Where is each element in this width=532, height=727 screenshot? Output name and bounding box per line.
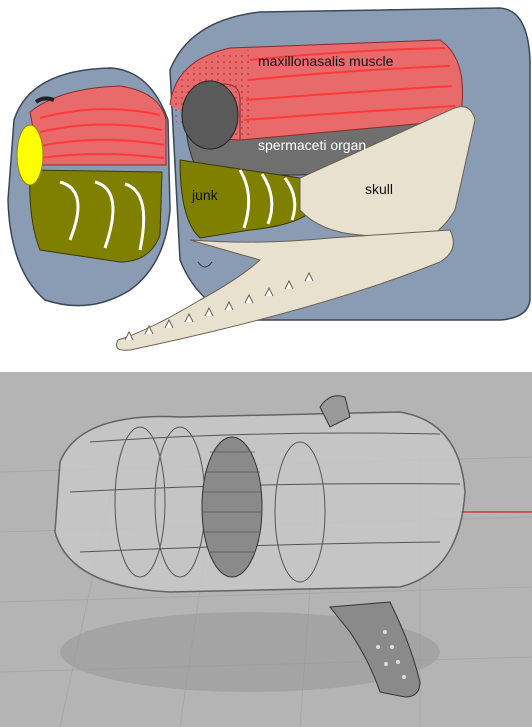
label-spermaceti-organ: spermaceti organ [258, 137, 366, 153]
label-skull: skull [365, 181, 393, 197]
panel-divider [0, 370, 532, 373]
front-slice [7, 67, 171, 307]
label-junk: junk [191, 187, 219, 203]
label-maxillonasalis-muscle: maxillonasalis muscle [258, 53, 394, 69]
whale-head-illustration: maxillonasalis muscle spermaceti organ j… [7, 7, 531, 351]
whale-head-diagram-panel: maxillonasalis muscle spermaceti organ j… [7, 7, 531, 351]
eye-icon [16, 124, 44, 186]
ray-gun-wireframe-icon [0, 395, 532, 727]
wireframe-render-panel [0, 372, 532, 727]
rear-slice [116, 7, 531, 351]
